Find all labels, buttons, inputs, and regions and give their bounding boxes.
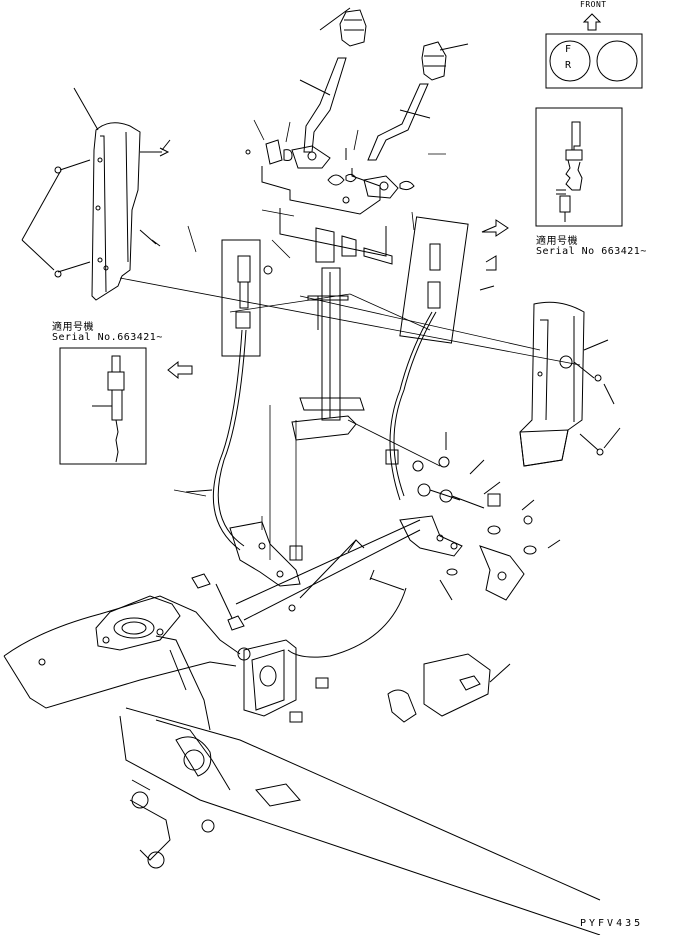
left-cable-assembly [185, 239, 273, 551]
leader-lines [187, 119, 446, 530]
left-knob [339, 9, 367, 47]
guide-lines [119, 277, 581, 560]
pedal-view-frame [545, 33, 643, 89]
left-cover [21, 87, 171, 301]
right-knob [421, 41, 447, 81]
front-indicator [545, 13, 643, 89]
inset-frame-left [59, 347, 147, 465]
direction-arrow-icon [167, 360, 193, 380]
right-plate [387, 653, 511, 723]
serial-title-left: 適用号機 [52, 322, 94, 333]
serial-number-left: Serial No.663421~ [52, 332, 163, 343]
inset-upper-right [535, 107, 623, 227]
lower-bracket [237, 639, 329, 723]
right-cover [519, 301, 621, 467]
pedal-f-r-circle [549, 40, 591, 82]
center-bracket [261, 166, 393, 441]
left-lever [245, 7, 367, 186]
right-clamp [399, 515, 463, 601]
front-label: FRONT [580, 0, 607, 9]
serial-title-upper: 適用号機 [536, 236, 578, 247]
front-arrow-icon [582, 13, 602, 31]
serial-number-upper: Serial No 663421~ [536, 246, 647, 257]
drawing-code: PYFV435 [580, 918, 644, 929]
base-frame [3, 595, 601, 935]
pedal-blank-circle [596, 40, 638, 82]
inset-frame [535, 107, 623, 227]
direction-arrow-icon [481, 219, 509, 237]
hardware-cluster [385, 432, 561, 601]
inset-left [59, 347, 147, 465]
linkage-lines [235, 519, 421, 658]
pedal-label-f: F [565, 44, 572, 55]
left-clamp [191, 521, 303, 631]
right-lever [342, 41, 469, 204]
pedal-label-r: R [565, 60, 572, 71]
